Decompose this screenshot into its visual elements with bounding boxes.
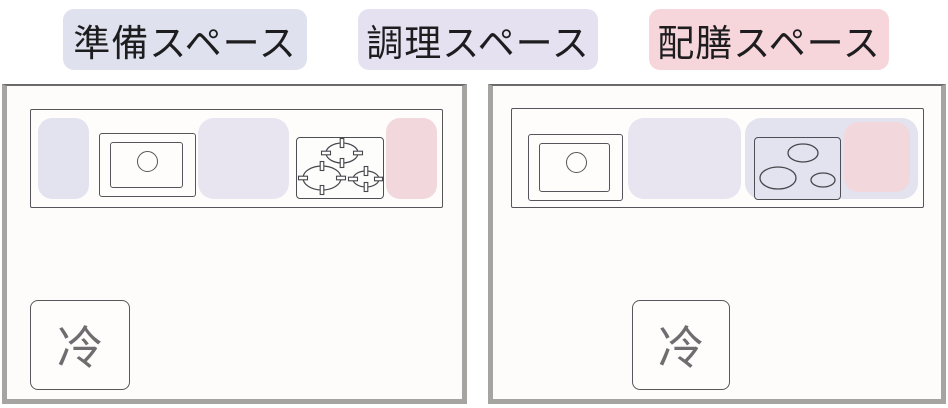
prep-zone bbox=[745, 118, 918, 200]
kitchen-diagram-ih: 冷 bbox=[488, 84, 946, 404]
refrigerator-icon: 冷 bbox=[30, 300, 130, 390]
kitchen-counter bbox=[511, 108, 924, 208]
cook-zone bbox=[198, 118, 289, 199]
legend-label-serve: 配膳スペース bbox=[649, 9, 889, 70]
ih-rings-icon bbox=[759, 143, 836, 190]
legend-label-prep: 準備スペース bbox=[63, 9, 307, 70]
kitchen-diagram-gas: 冷 bbox=[2, 84, 467, 404]
sink-basin bbox=[110, 142, 183, 188]
prep-zone bbox=[38, 118, 89, 199]
gas-cooktop-icon bbox=[296, 137, 384, 199]
serve-zone bbox=[844, 122, 910, 192]
sink-drain-icon bbox=[566, 152, 587, 173]
gas-burners-icon bbox=[297, 138, 383, 196]
fridge-label: 冷 bbox=[658, 321, 704, 375]
legend-label-cook: 調理スペース bbox=[358, 9, 598, 70]
kitchen-counter bbox=[30, 109, 443, 208]
ih-cooktop-icon bbox=[754, 137, 841, 200]
sink-icon bbox=[99, 133, 196, 197]
sink-drain-icon bbox=[137, 151, 158, 172]
sink-basin bbox=[539, 143, 610, 192]
cook-zone bbox=[628, 118, 741, 199]
fridge-label: 冷 bbox=[57, 321, 103, 375]
serve-zone bbox=[386, 118, 437, 199]
sink-icon bbox=[528, 134, 623, 201]
refrigerator-icon: 冷 bbox=[632, 300, 730, 390]
